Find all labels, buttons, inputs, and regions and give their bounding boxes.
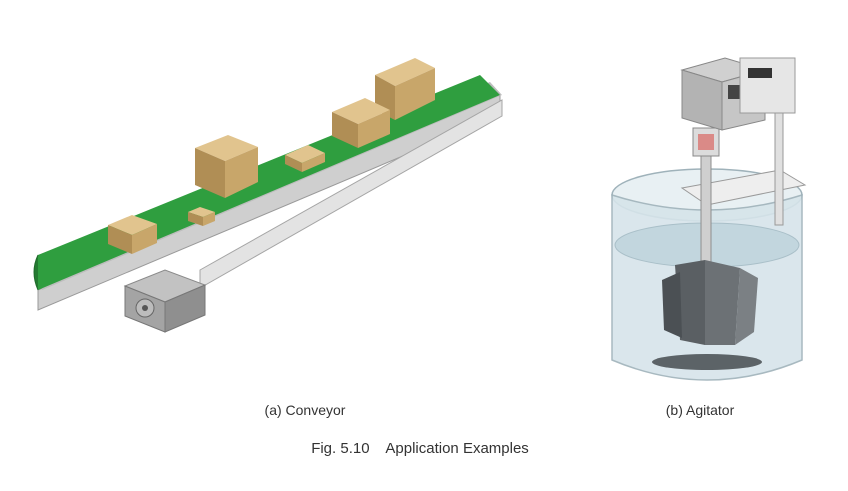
box xyxy=(195,135,258,198)
caption-agitator: (b) Agitator xyxy=(665,402,735,418)
conveyor-belt xyxy=(38,75,500,290)
box xyxy=(332,98,390,148)
tank-bottom xyxy=(652,354,762,370)
conveyor-frame-side xyxy=(37,94,501,311)
figure-caption: Fig. 5.10 Application Examples xyxy=(311,440,529,457)
agitator-illustration xyxy=(611,57,807,381)
agitator-blades xyxy=(662,260,758,345)
caption-conveyor: (a) Conveyor xyxy=(264,402,346,418)
conveyor-illustration xyxy=(33,58,503,333)
mount-post xyxy=(774,99,784,226)
box xyxy=(108,215,157,254)
conveyor-roller xyxy=(33,254,39,291)
box xyxy=(188,207,215,226)
conveyor-rail xyxy=(199,99,503,289)
mount-plate xyxy=(680,169,807,206)
box xyxy=(285,145,325,172)
conveyor-motor xyxy=(123,269,207,333)
agitator-motor xyxy=(680,57,796,131)
